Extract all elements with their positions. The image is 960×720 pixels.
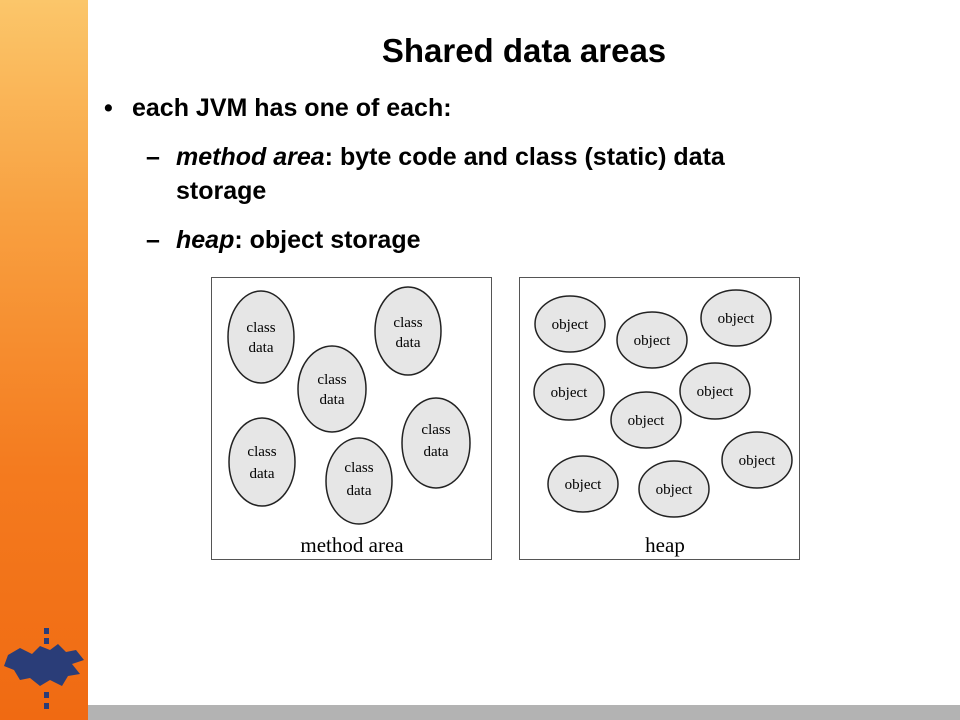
- svg-text:data: data: [249, 340, 274, 356]
- svg-text:class: class: [393, 315, 422, 331]
- svg-text:object: object: [628, 413, 665, 429]
- svg-text:class: class: [344, 460, 373, 476]
- dash-marker: –: [146, 143, 160, 171]
- subitem-desc: : byte code and class (static) data: [324, 143, 725, 171]
- dash-marker: –: [146, 226, 160, 254]
- method-area-label: method area: [300, 533, 404, 557]
- svg-text:data: data: [396, 335, 421, 351]
- svg-text:data: data: [347, 483, 372, 499]
- university-logo: [4, 628, 84, 709]
- heap-panel: object object object object object objec…: [519, 277, 800, 560]
- subitem-continuation: storage: [176, 177, 266, 206]
- svg-text:object: object: [634, 333, 671, 349]
- svg-text:data: data: [424, 444, 449, 460]
- object-blob: object: [534, 295, 606, 353]
- subitem-desc: : object storage: [234, 226, 421, 254]
- class-data-blob: class data: [374, 286, 442, 376]
- subitem-desc-cont: storage: [176, 177, 267, 205]
- object-blob: object: [610, 391, 682, 449]
- subitem-term: heap: [176, 226, 235, 254]
- object-blob: object: [721, 431, 793, 489]
- heap-label: heap: [645, 533, 685, 557]
- object-blob: object: [616, 311, 688, 369]
- class-data-blob: class data: [297, 345, 367, 433]
- svg-text:class: class: [246, 320, 275, 336]
- svg-text:class: class: [247, 444, 276, 460]
- footer-bar: [88, 705, 960, 720]
- subitem-term: method area: [176, 143, 325, 171]
- svg-text:data: data: [250, 466, 275, 482]
- class-data-blob: class data: [401, 397, 471, 489]
- bullet-marker: •: [104, 94, 113, 122]
- svg-text:object: object: [739, 453, 776, 469]
- bullet-item: • each JVM has one of each:: [104, 94, 452, 123]
- svg-text:object: object: [656, 482, 693, 498]
- svg-text:class: class: [317, 372, 346, 388]
- subitem-heap: – heap: object storage: [146, 226, 421, 255]
- svg-text:object: object: [551, 385, 588, 401]
- svg-text:data: data: [320, 392, 345, 408]
- object-blob: object: [547, 455, 619, 513]
- object-blob: object: [638, 460, 710, 518]
- object-blob: object: [700, 289, 772, 347]
- svg-text:object: object: [718, 311, 755, 327]
- svg-text:class: class: [421, 422, 450, 438]
- subitem-method-area: – method area: byte code and class (stat…: [146, 143, 725, 172]
- class-data-blob: class data: [227, 290, 295, 384]
- svg-text:object: object: [565, 477, 602, 493]
- svg-text:object: object: [552, 317, 589, 333]
- method-area-panel: class data class data class data class d…: [211, 277, 492, 560]
- object-blob: object: [679, 362, 751, 420]
- bullet-text: each JVM has one of each:: [132, 94, 452, 122]
- sidebar-gradient: [0, 0, 88, 720]
- object-blob: object: [533, 363, 605, 421]
- svg-text:object: object: [697, 384, 734, 400]
- slide-title: Shared data areas: [381, 32, 667, 69]
- class-data-blob: class data: [325, 437, 393, 525]
- class-data-blob: class data: [228, 417, 296, 507]
